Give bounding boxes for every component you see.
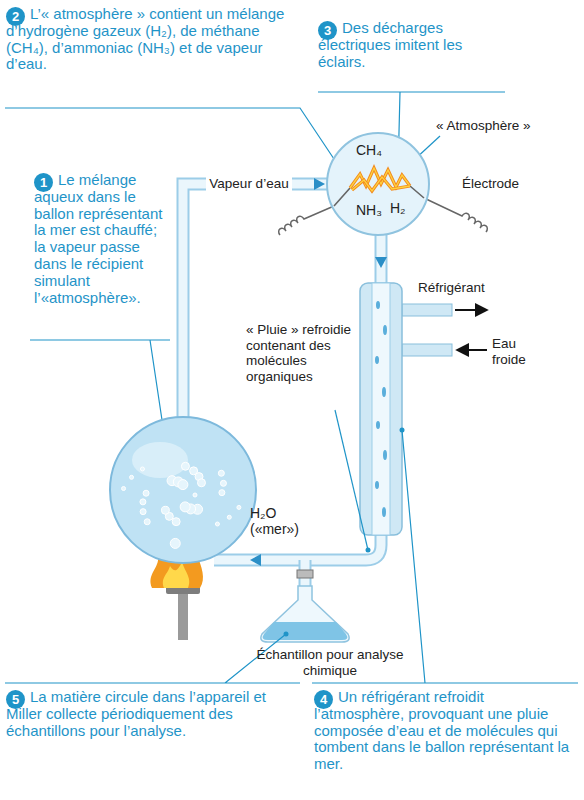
bubble <box>122 487 126 491</box>
sample-flask <box>261 586 349 642</box>
condenser <box>402 344 452 356</box>
part-label: Échantillon pour analyse chimique <box>250 647 410 678</box>
bubble <box>193 493 197 497</box>
condenser <box>382 507 386 517</box>
bubble <box>180 502 190 512</box>
condenser <box>375 301 387 517</box>
callout-number: 1 <box>34 173 53 192</box>
bubble <box>215 522 219 526</box>
condenser <box>376 421 380 429</box>
bubble <box>143 490 149 496</box>
leader-line <box>284 632 289 637</box>
callout-text: La matière circule dans l’appareil et Mi… <box>6 689 298 739</box>
callout-text: Le mélange aqueux dans le ballon représe… <box>34 172 169 306</box>
sea-flask-outline <box>108 415 258 565</box>
part-label: Électrode <box>462 176 519 192</box>
spark <box>352 177 410 191</box>
bubble <box>220 480 226 486</box>
sample-flask <box>261 570 349 642</box>
formula-label: H₂O («mer») <box>250 505 322 537</box>
leader-line <box>312 430 578 683</box>
burner <box>163 562 189 588</box>
part-label: Réfrigérant <box>418 280 485 296</box>
condenser <box>360 283 452 535</box>
leader-line <box>5 108 340 168</box>
callout-text: L’« atmosphère » contient un mélange d’h… <box>6 6 296 73</box>
water-flow-arrow <box>455 309 486 311</box>
callout-number: 2 <box>6 7 25 26</box>
condenser <box>382 387 386 397</box>
edge-label: Vapeur d’eau <box>206 176 291 192</box>
bubble <box>219 490 225 496</box>
callout-number: 3 <box>318 21 337 40</box>
condenser <box>360 283 402 535</box>
callout-number: 5 <box>6 690 25 709</box>
flow-arrow <box>375 257 387 268</box>
formula-label: H₂ <box>390 200 406 216</box>
sample-flask <box>263 622 348 640</box>
bubble <box>130 475 134 479</box>
leader-line <box>5 634 300 683</box>
condenser <box>376 301 380 309</box>
bubble <box>140 499 146 505</box>
flow-arrow <box>250 554 261 566</box>
leader-line <box>400 428 405 433</box>
callout-text: Des décharges électriques imitent les éc… <box>318 20 503 70</box>
leader-line <box>366 548 371 553</box>
atmosphere-sphere: CH₄ NH₃ H₂ <box>326 132 430 236</box>
glass-highlight <box>132 442 188 478</box>
bubble <box>144 519 150 525</box>
bubble <box>218 470 224 476</box>
condenser <box>375 481 379 489</box>
callout-number: 4 <box>314 690 333 709</box>
leader-line <box>5 92 578 683</box>
glass-tube <box>375 230 388 286</box>
part-label: Eau froide <box>492 336 552 367</box>
formula-label: NH₃ <box>356 202 382 218</box>
bubble <box>227 515 231 519</box>
part-label: « Atmosphère » <box>436 118 531 134</box>
bubble <box>178 480 188 490</box>
electrode-wire <box>424 198 487 232</box>
burner <box>178 592 188 640</box>
bubble <box>181 462 189 470</box>
water-flow-arrow <box>458 349 487 351</box>
condenser <box>372 283 390 535</box>
bubble <box>161 506 169 514</box>
callout-text: Un réfrigérant refroidit l’atmosphère, p… <box>314 689 576 773</box>
spark <box>352 177 410 191</box>
sea-flask: H₂O («mer») <box>108 415 258 565</box>
part-label: « Pluie » refroidie contenant des molécu… <box>246 322 356 384</box>
bubble <box>172 518 180 526</box>
condenser <box>375 356 379 364</box>
condenser <box>383 450 387 460</box>
bubble <box>170 538 180 548</box>
bubble <box>140 509 146 515</box>
bubble <box>140 467 144 471</box>
leader-line <box>335 410 368 550</box>
condenser <box>383 325 387 335</box>
round-flask <box>110 417 256 563</box>
condenser <box>402 304 452 316</box>
water-flow-arrow <box>455 310 487 350</box>
sample-flask <box>297 570 313 578</box>
bubble <box>197 479 205 487</box>
electrode-wire <box>279 206 334 235</box>
arrowhead <box>314 178 325 190</box>
bubble <box>237 505 241 509</box>
glass-sphere <box>327 133 429 235</box>
formula-label: CH₄ <box>356 142 382 158</box>
